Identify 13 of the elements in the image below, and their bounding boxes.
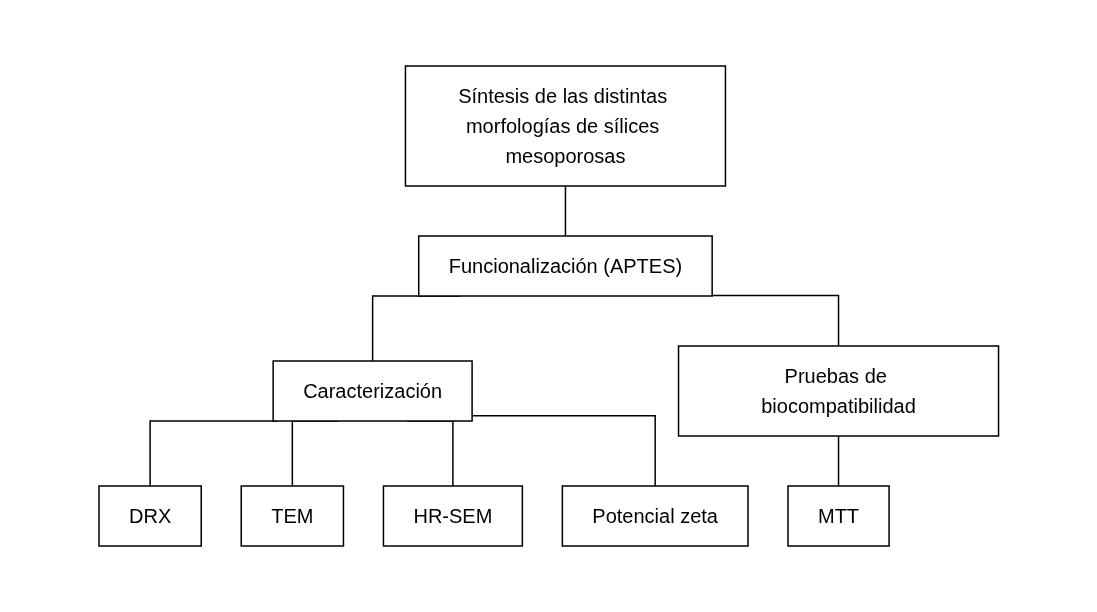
node-box: MTT [786, 485, 890, 547]
node-box: Pruebas de biocompatibilidad [677, 345, 999, 437]
node-box: DRX [98, 485, 202, 547]
node-box: TEM [240, 485, 344, 547]
node-box: Potencial zeta [561, 485, 749, 547]
connector [564, 185, 566, 237]
node-box: Caracterización [272, 360, 473, 422]
connector [837, 435, 839, 487]
connector [471, 414, 656, 487]
connector [711, 294, 839, 347]
node-box: Síntesis de las distintas morfologías de sílices mesoporosas [404, 65, 726, 187]
node-box: Funcionalización (APTES) [417, 235, 713, 297]
node-box: HR-SEM [382, 485, 523, 547]
